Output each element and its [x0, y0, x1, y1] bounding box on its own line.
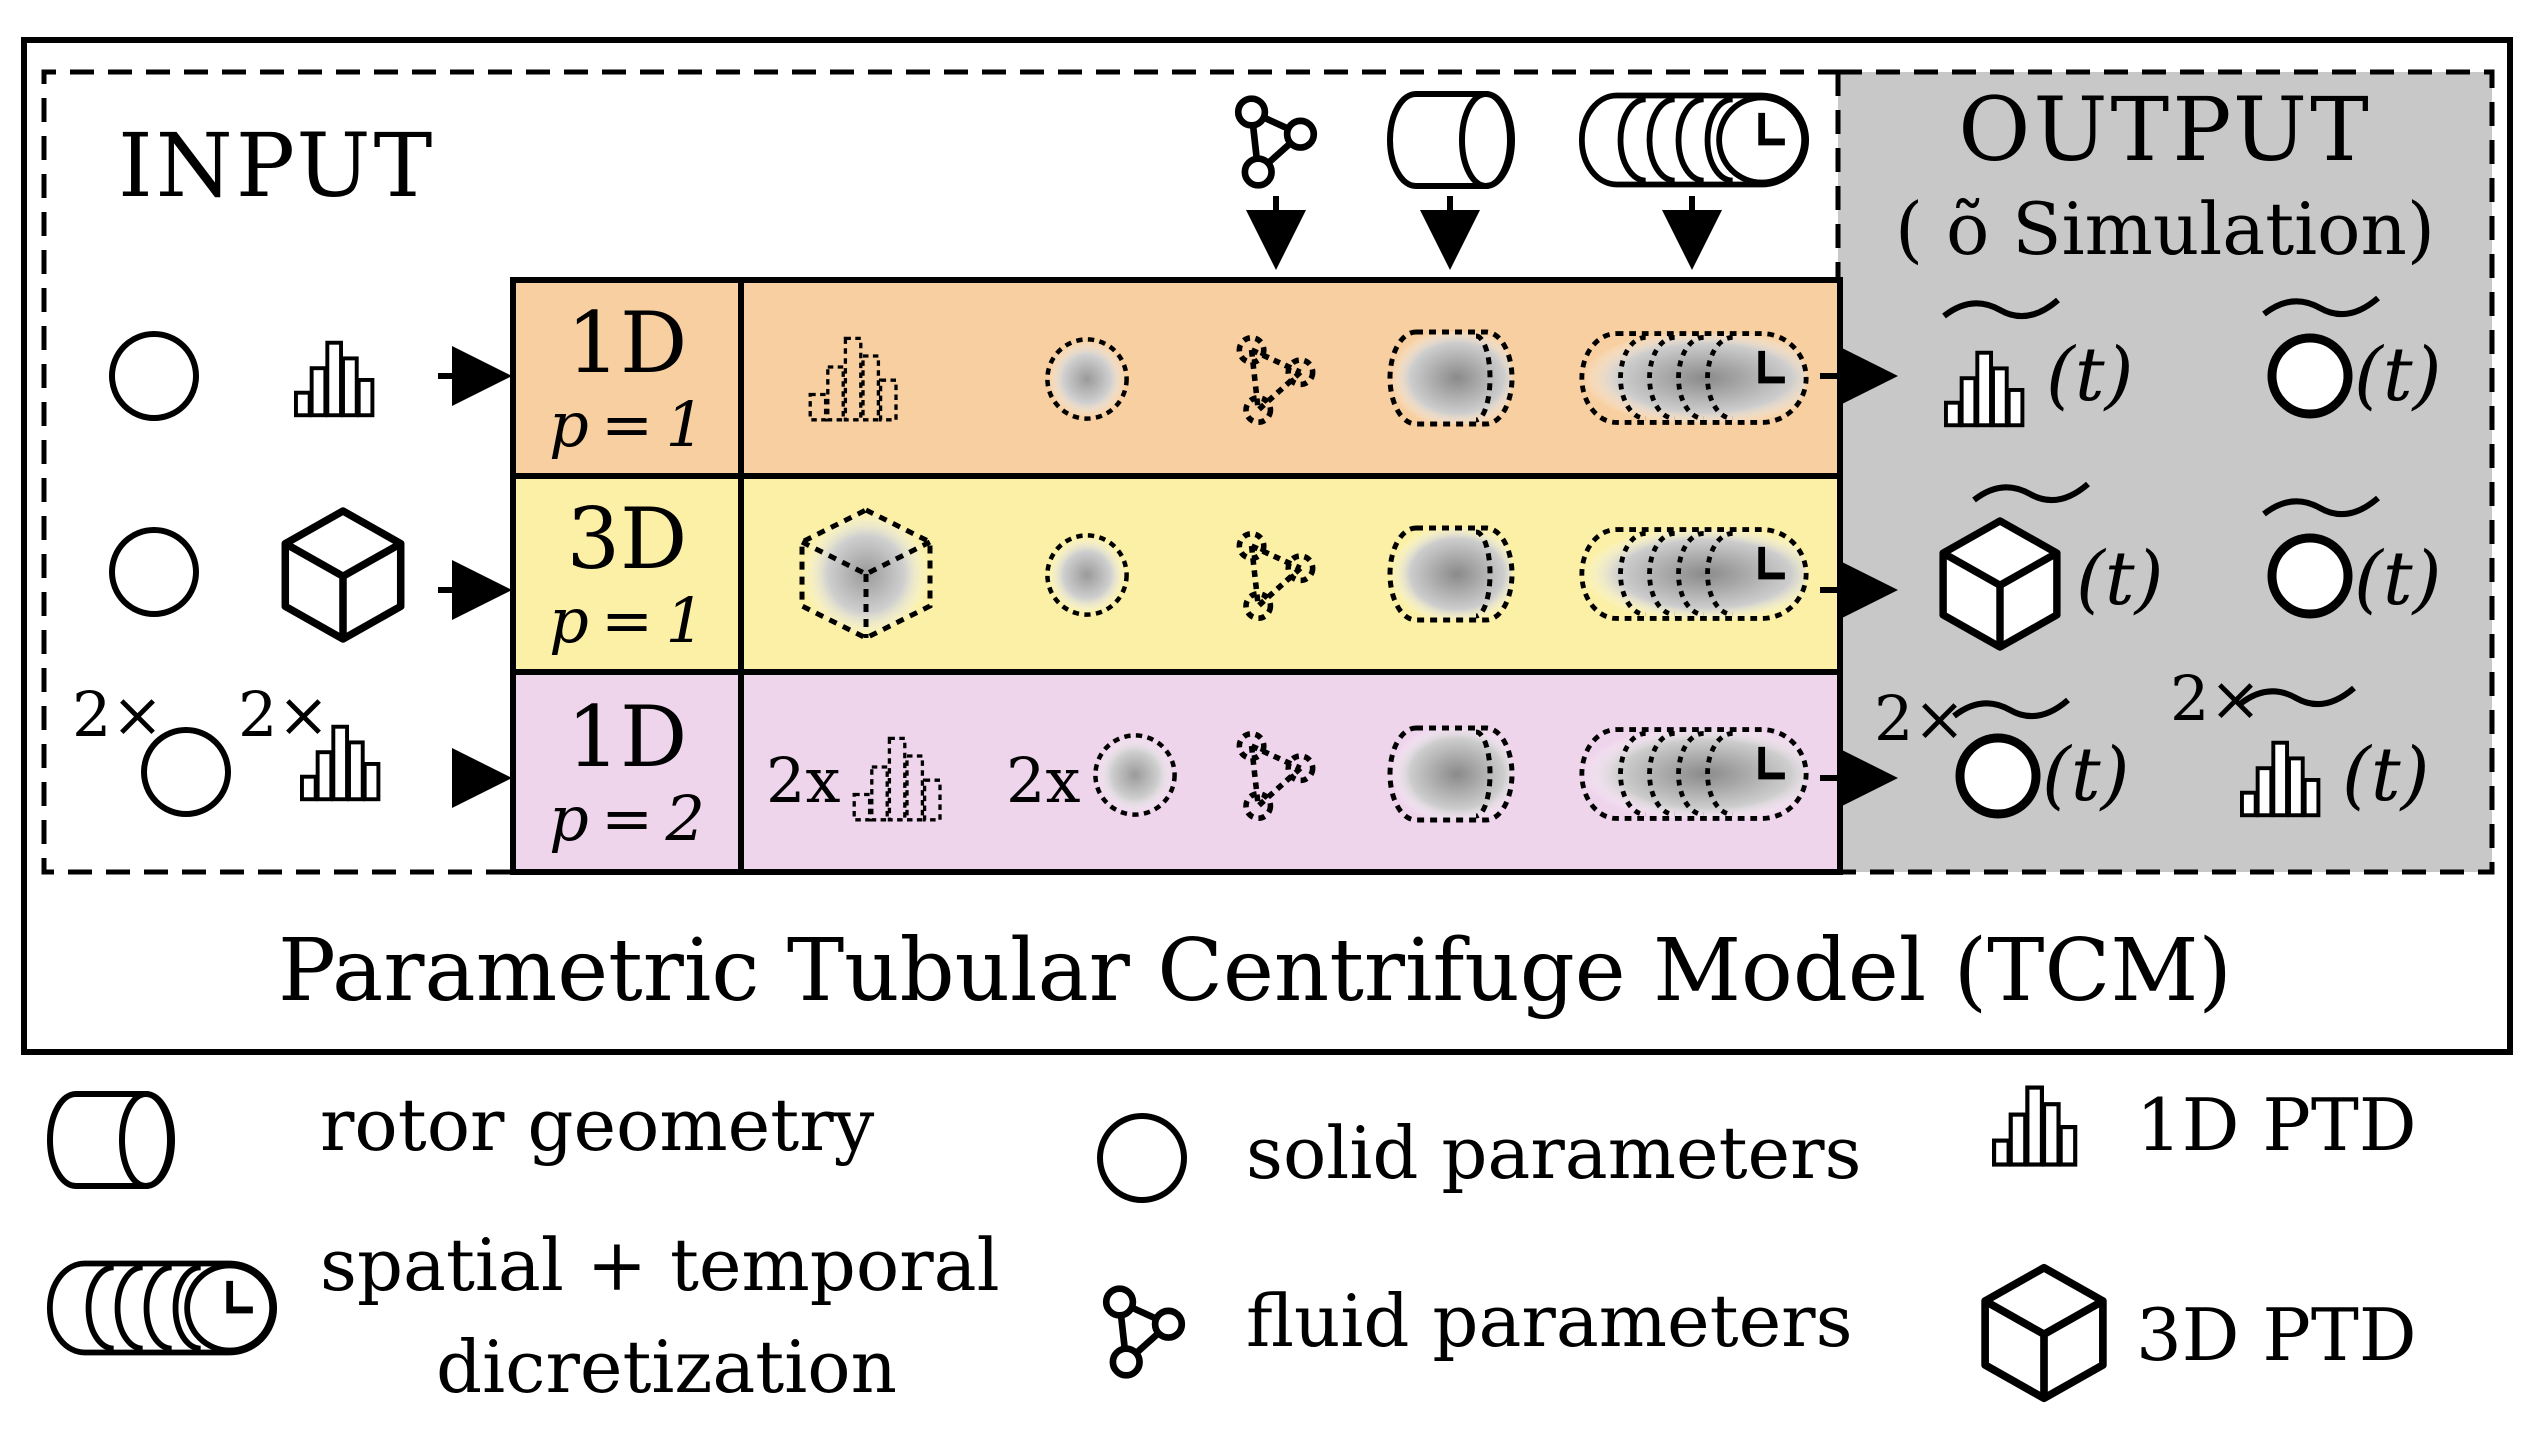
- cube-icon: [285, 511, 400, 639]
- fluid-molecule-icon: [1106, 1289, 1182, 1376]
- discretization-clock-icon: [50, 1264, 274, 1353]
- legend-rotor: rotor geometry: [320, 1083, 875, 1167]
- output-label: OUTPUT: [1958, 78, 2372, 181]
- row-3-dim: 1D: [567, 688, 688, 786]
- histogram-icon: [1994, 1088, 2075, 1165]
- circle-dashed-icon: [1047, 535, 1126, 614]
- tilde-icon: [2262, 495, 2380, 517]
- tilde-icon: [1972, 481, 2090, 503]
- input-dashed-boundary: [41, 69, 1838, 875]
- legend-solid: solid parameters: [1246, 1111, 1861, 1195]
- circle-dashed-icon: [1095, 735, 1174, 814]
- row-1-dim: 1D: [567, 294, 688, 392]
- output-panel: [1838, 72, 2492, 872]
- tilde-icon: [2262, 295, 2380, 317]
- solid-circle-icon: [109, 527, 199, 617]
- discretization-clock-icon: [1582, 96, 1806, 185]
- discretization-dashed-icon: [1582, 334, 1806, 423]
- time-arg: (t): [2042, 732, 2129, 818]
- solid-circle-icon: [1955, 733, 2041, 819]
- solid-circle-icon: [109, 331, 199, 421]
- multiplier-x-label: 2x: [1006, 744, 1080, 817]
- rotor-dashed-icon: [1390, 528, 1512, 620]
- tilde-icon: [1952, 697, 2070, 719]
- multiplier-label: 2×: [238, 678, 329, 751]
- multiplier-label: 2×: [1874, 682, 1965, 755]
- legend: rotor geometry spatial + temporal dicret…: [50, 1083, 2417, 1409]
- input-label: INPUT: [118, 114, 435, 217]
- time-arg: (t): [2076, 536, 2163, 622]
- multiplier-label: 2×: [72, 678, 163, 751]
- legend-1d-ptd: 1D PTD: [2136, 1083, 2417, 1167]
- row-2-p: p = 1: [549, 584, 705, 657]
- tilde-icon: [1942, 297, 2060, 319]
- time-arg: (t): [2354, 536, 2441, 622]
- time-arg: (t): [2046, 332, 2133, 418]
- row-3-p: p = 2: [549, 782, 705, 855]
- output-dashed-boundary: [1835, 69, 2495, 875]
- time-arg: (t): [2342, 732, 2429, 818]
- output-sublabel: ( õ Simulation): [1895, 187, 2435, 271]
- legend-spatial-2: dicretization: [436, 1325, 897, 1409]
- cube-icon: [1943, 521, 2057, 647]
- discretization-dashed-icon: [1582, 730, 1806, 819]
- row-2-dim: 3D: [567, 490, 688, 588]
- rotor-cylinder-icon: [50, 1094, 172, 1186]
- rotor-dashed-icon: [1390, 728, 1512, 820]
- rotor-cylinder-icon: [1390, 94, 1512, 186]
- legend-spatial-1: spatial + temporal: [320, 1223, 1000, 1307]
- row-1-p: p = 1: [549, 388, 705, 461]
- solid-circle-icon: [2267, 333, 2353, 419]
- legend-fluid: fluid parameters: [1246, 1279, 1853, 1363]
- cube-icon: [1985, 1268, 2103, 1399]
- solid-circle-icon: [141, 727, 231, 817]
- discretization-dashed-icon: [1582, 530, 1806, 619]
- legend-3d-ptd: 3D PTD: [2136, 1293, 2417, 1377]
- solid-circle-icon: [2267, 533, 2353, 619]
- model-title: Parametric Tubular Centrifuge Model (TCM…: [278, 921, 2232, 1021]
- circle-dashed-icon: [1047, 339, 1126, 418]
- time-arg: (t): [2354, 332, 2441, 418]
- solid-circle-icon: [1097, 1113, 1187, 1203]
- rotor-dashed-icon: [1390, 332, 1512, 424]
- tilde-icon: [2238, 685, 2356, 707]
- model-rows: [510, 277, 1843, 875]
- multiplier-x-label: 2x: [766, 744, 840, 817]
